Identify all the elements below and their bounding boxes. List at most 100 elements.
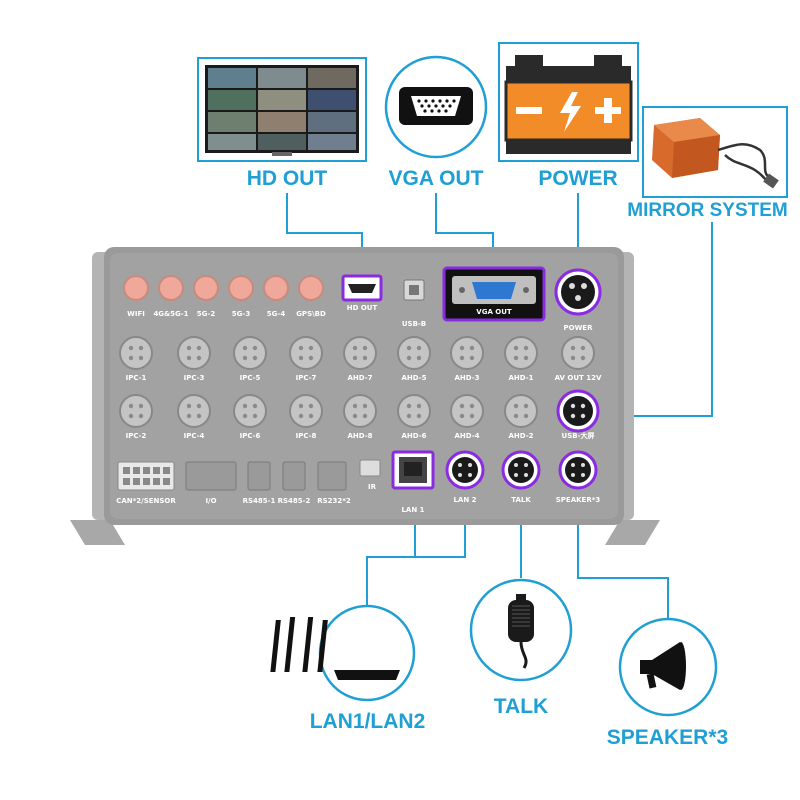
rs485-2-label: RS485-2 <box>278 497 311 505</box>
port-label: 4G&5G-1 <box>153 310 188 318</box>
aviation-port <box>289 394 323 428</box>
usb-b-label: USB-B <box>402 320 426 328</box>
speaker-line <box>577 510 669 620</box>
aviation-port <box>504 394 538 428</box>
port-label: 5G-4 <box>267 310 286 318</box>
power-port <box>561 275 595 309</box>
battery-callout <box>498 42 639 162</box>
router-circle <box>318 604 416 702</box>
port-label: 5G-2 <box>197 310 216 318</box>
lan1-label: LAN 1 <box>401 506 424 514</box>
aviation-port <box>343 394 377 428</box>
aviation-port <box>450 336 484 370</box>
minus-sign-icon <box>516 107 542 114</box>
port-label: AHD-6 <box>402 432 427 440</box>
power-callout-label: POWER <box>538 167 618 190</box>
router-callout <box>270 604 416 702</box>
rs485-2-connector <box>282 461 306 491</box>
rs232-connector <box>317 461 347 491</box>
hd-out-callout-label: HD OUT <box>246 167 328 190</box>
port-label: IPC-8 <box>296 432 317 440</box>
aviation-port <box>397 394 431 428</box>
power-port-label: POWER <box>564 324 594 332</box>
aviation-port <box>233 336 267 370</box>
lan-callout-label: LAN1/LAN2 <box>309 710 426 733</box>
lightning-icon <box>560 92 581 132</box>
port-label: WIFI <box>127 310 145 318</box>
5g-2-port <box>193 275 219 301</box>
port-label: AHD-7 <box>348 374 373 382</box>
aviation-port <box>450 394 484 428</box>
port-label: GPS\BD <box>296 310 326 318</box>
camera-grid <box>208 68 356 150</box>
aviation-port <box>504 336 538 370</box>
ir-port <box>359 459 381 477</box>
wifi-port <box>123 275 149 301</box>
antenna-ports <box>123 275 324 301</box>
router-icon <box>270 617 400 680</box>
can-sensor-label: CAN*2/SENSOR <box>116 497 176 505</box>
aviation-port <box>289 336 323 370</box>
battery-top <box>506 66 631 82</box>
io-connector <box>185 461 237 491</box>
port-label: IPC-1 <box>126 374 147 382</box>
port-label: IPC-6 <box>240 432 261 440</box>
port-label: AHD-8 <box>348 432 373 440</box>
dvr-device: WIFI 4G&5G-1 5G-2 5G-3 5G-4 GPS\BD HD OU… <box>70 247 660 545</box>
aviation-port <box>561 336 595 370</box>
lan1-line <box>366 520 416 608</box>
port-label: AHD-5 <box>402 374 427 382</box>
mirror-system-callout-label: MIRROR SYSTEM <box>627 200 788 221</box>
aviation-port <box>563 396 593 426</box>
port-label: AV OUT 12V <box>555 374 602 382</box>
aviation-port <box>177 336 211 370</box>
port-label: IPC-4 <box>184 432 205 440</box>
speaker-callout <box>618 617 718 717</box>
4g-5g-1-port <box>158 275 184 301</box>
hd-out-port-label: HD OUT <box>347 304 378 312</box>
io-label: I/O <box>205 497 216 505</box>
aviation-port <box>397 336 431 370</box>
speaker-port <box>565 457 591 483</box>
aviation-port <box>119 336 153 370</box>
port-label: USB-大屏 <box>562 431 595 440</box>
monitor-stand <box>272 152 292 156</box>
plus-sign-v <box>604 98 612 123</box>
speaker-port-label: SPEAKER*3 <box>556 496 601 504</box>
vga-out-port-label: VGA OUT <box>476 308 512 316</box>
battery-terminal-left <box>515 55 543 67</box>
port-label: IPC-7 <box>296 374 317 382</box>
aviation-port <box>343 336 377 370</box>
talk-callout <box>469 578 573 682</box>
vga-port <box>472 282 516 299</box>
mirror-cable <box>717 143 771 180</box>
talk-label: TALK <box>511 496 531 504</box>
port-label: AHD-3 <box>455 374 480 382</box>
ir-label: IR <box>368 483 377 491</box>
vga-out-callout-label: VGA OUT <box>388 167 484 190</box>
port-label: 5G-3 <box>232 310 251 318</box>
port-label: IPC-5 <box>240 374 261 382</box>
vga-callout <box>384 55 488 159</box>
mirror-callout <box>642 106 788 198</box>
lan2-port <box>452 457 478 483</box>
hdmi-port-icon <box>348 284 376 293</box>
microphone-icon <box>508 594 534 669</box>
rs232-label: RS232*2 <box>317 497 351 505</box>
speaker-callout-label: SPEAKER*3 <box>606 726 729 749</box>
5g-3-port <box>228 275 254 301</box>
lan2-label: LAN 2 <box>453 496 476 504</box>
battery-base <box>506 140 631 154</box>
megaphone-icon <box>640 642 686 690</box>
battery-terminal-right <box>594 55 622 67</box>
5g-4-port <box>263 275 289 301</box>
right-flange <box>605 520 660 545</box>
aviation-port <box>177 394 211 428</box>
gps-bd-port <box>298 275 324 301</box>
rs485-1-connector <box>247 461 271 491</box>
aviation-port <box>119 394 153 428</box>
can-sensor-connector <box>117 461 175 491</box>
